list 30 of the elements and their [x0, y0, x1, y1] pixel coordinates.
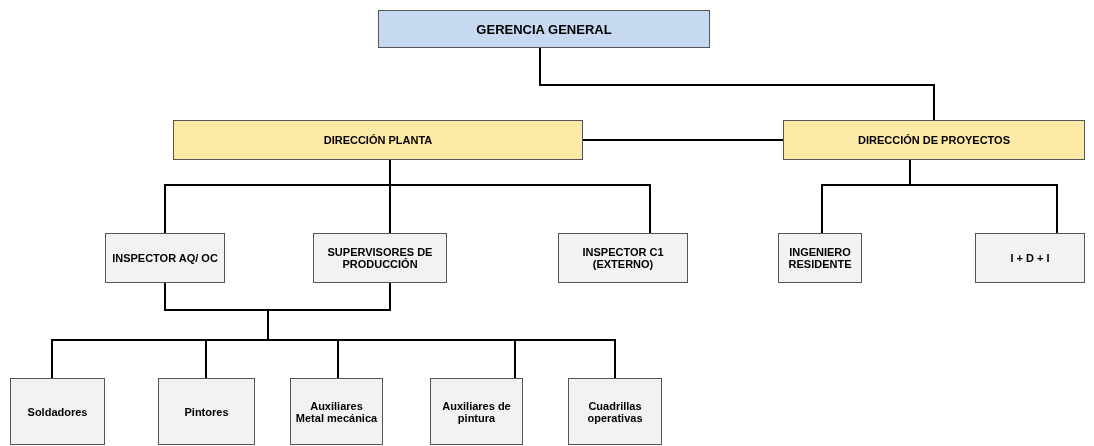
- org-box: [173, 120, 583, 160]
- box-label: Auxiliares de pintura: [441, 399, 512, 424]
- box-label: I + D + I: [1010, 252, 1050, 264]
- box-label: Cuadrillas operativas: [586, 399, 644, 424]
- org-box: [568, 378, 662, 445]
- org-box: [778, 233, 862, 283]
- org-box: [558, 233, 688, 283]
- org-box: [313, 233, 447, 283]
- box-label: INSPECTOR AQ/ OC: [112, 252, 218, 264]
- org-box: [105, 233, 225, 283]
- org-box: [158, 378, 255, 445]
- connector-line: [389, 159, 651, 234]
- box-label: SUPERVISORES DE PRODUCCIÓN: [326, 246, 434, 270]
- box-label: DIRECCIÓN PLANTA: [323, 134, 433, 146]
- connector-line: [582, 139, 784, 141]
- connector-line: [539, 47, 935, 121]
- connector-line: [909, 159, 1058, 234]
- org-box: [783, 120, 1085, 160]
- box-label: GERENCIA GENERAL: [476, 21, 612, 37]
- box-label: Pintores: [184, 405, 229, 418]
- box-label: DIRECCIÓN DE PROYECTOS: [858, 134, 1010, 146]
- org-box: [430, 378, 523, 445]
- org-box: [290, 378, 383, 445]
- box-label: INSPECTOR C1 (EXTERNO): [581, 246, 665, 270]
- box-label: INGENIERO RESIDENTE: [787, 246, 853, 270]
- box-label: Soldadores: [27, 405, 88, 418]
- title-box: [378, 10, 710, 48]
- org-box: [10, 378, 105, 445]
- org-box: [975, 233, 1085, 283]
- box-label: Auxiliares Metal mecánica: [295, 399, 378, 424]
